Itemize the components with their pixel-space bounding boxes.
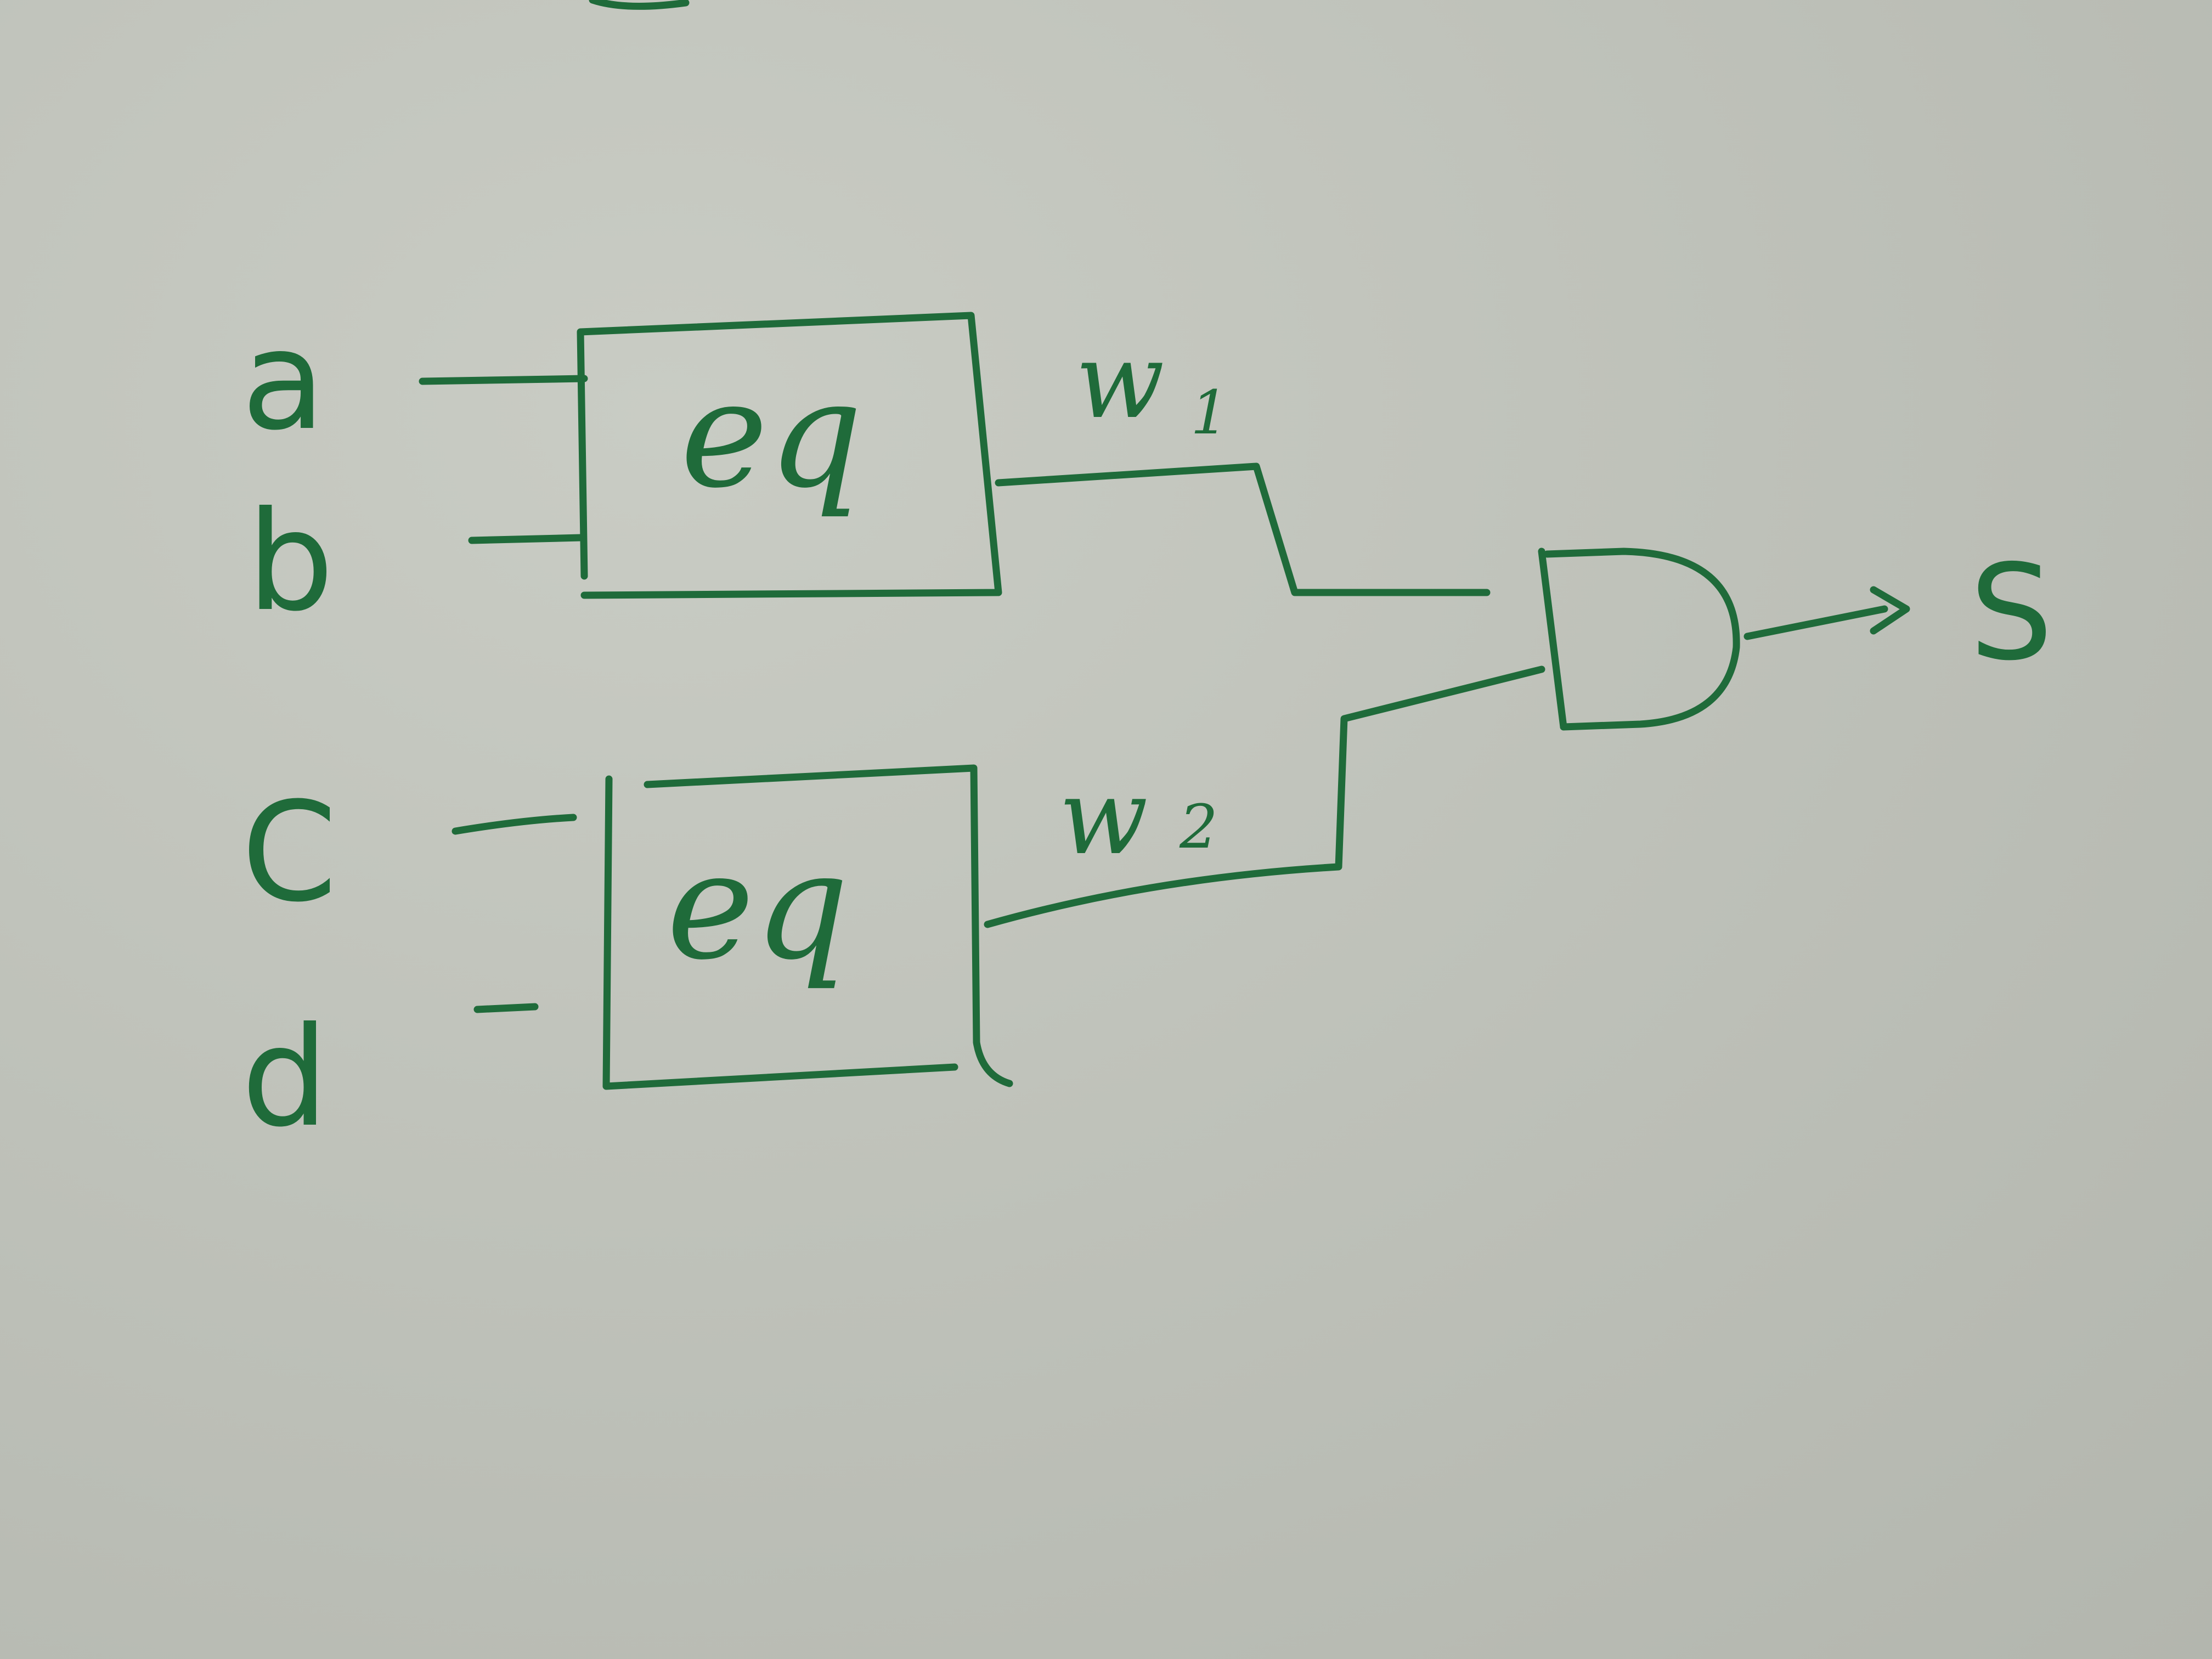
- wire-w1-label: w: [1075, 320, 1165, 442]
- and-gate-body: [1543, 548, 1740, 731]
- eq-block-lower-left: [602, 775, 958, 1090]
- input-label-b: b: [247, 482, 334, 641]
- wire-w2-label: w: [1059, 757, 1148, 878]
- wire-a: [419, 375, 588, 385]
- input-label-c: C: [241, 772, 337, 932]
- eq-block-upper: [577, 312, 1002, 599]
- wire-w2-subscript: 2: [1179, 792, 1218, 862]
- eq-block-upper-label: eq: [680, 348, 863, 521]
- and-gate-back: [1538, 548, 1567, 731]
- wire-w1: [995, 462, 1491, 596]
- output-label: S: [1970, 536, 2053, 690]
- output-arrow-icon: [1870, 586, 1910, 635]
- wire-b: [468, 534, 585, 544]
- wire-d: [473, 1003, 539, 1013]
- wire-w1-subscript: 1: [1190, 377, 1229, 448]
- input-label-a: a: [241, 301, 325, 460]
- top-scribble: [589, 0, 690, 10]
- wire-w2: [984, 665, 1545, 928]
- input-label-d: d: [241, 997, 329, 1157]
- output-wire: [1743, 605, 1888, 640]
- eq-block-lower-right: [644, 764, 1013, 1087]
- eq-block-lower-label: eq: [667, 820, 849, 992]
- wire-c: [452, 814, 577, 835]
